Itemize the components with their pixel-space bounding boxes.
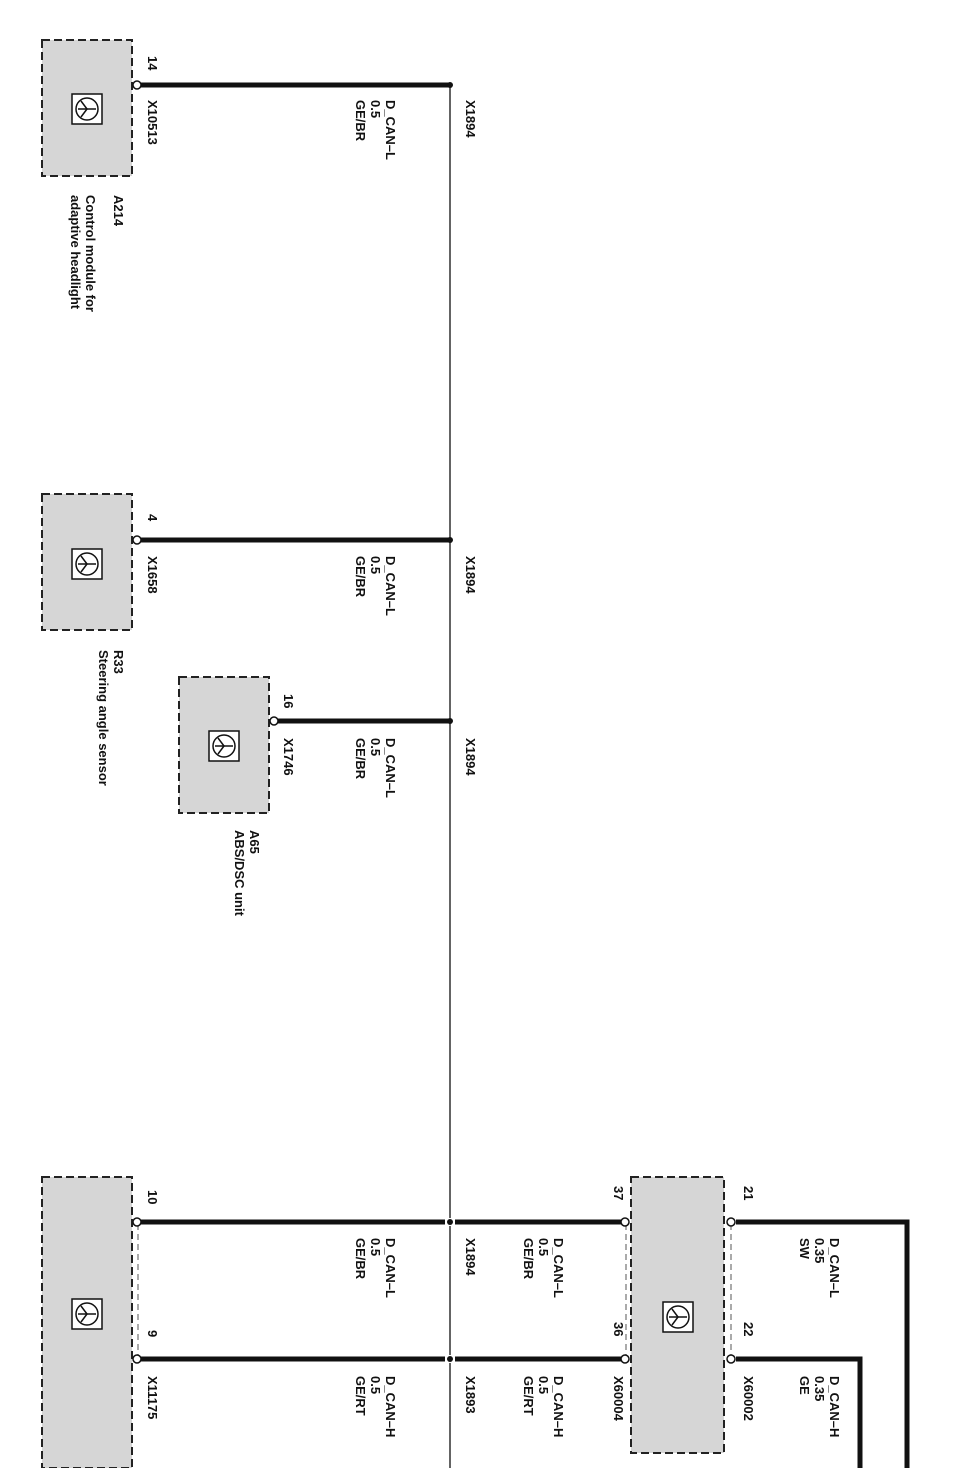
- pin-bottom-left-h: 9: [145, 1330, 160, 1338]
- connector-bottom-mid-upper: X60004: [611, 1376, 626, 1421]
- pin-bottom-mid-h: 36: [611, 1322, 626, 1337]
- component-r33: [41, 493, 133, 631]
- wire-label-8: D_CAN–L 0.35 SW: [797, 1238, 842, 1298]
- wire-label-1: D_CAN–L 0.5 GE/BR: [353, 100, 398, 160]
- pin-bottom-mid-h2: 22: [741, 1322, 756, 1337]
- control-unit-icon: [71, 548, 103, 580]
- pin-bottom-mid-l2: 21: [741, 1186, 756, 1201]
- connector-r33: X1658: [145, 556, 160, 594]
- wire-label-3: D_CAN–L 0.5 GE/BR: [353, 738, 398, 798]
- wire-label-5: D_CAN–H 0.5 GE/RT: [353, 1376, 398, 1438]
- wire-label-9: D_CAN–H 0.35 GE: [797, 1376, 842, 1438]
- wire-can-h-bottom: [132, 1354, 630, 1364]
- splice-label-2: X1894: [463, 556, 478, 594]
- connector-bottom-left: X11175: [145, 1376, 160, 1420]
- pin-a65: 16: [281, 694, 296, 709]
- component-name-a214: Control module for adaptive headlight: [68, 195, 98, 312]
- pin-r33: 4: [145, 514, 160, 522]
- wire-can-l-bottom: [132, 1217, 630, 1227]
- pin-bottom-mid-l: 37: [611, 1186, 626, 1201]
- connector-a65: X1746: [281, 738, 296, 776]
- wire-label-4: D_CAN–L 0.5 GE/BR: [353, 1238, 398, 1298]
- component-a65-label: A65 ABS/DSC unit: [232, 830, 262, 916]
- splice-label-3: X1894: [463, 738, 478, 776]
- connector-bottom-mid-lower: X60002: [741, 1376, 756, 1421]
- component-a214: [41, 39, 133, 177]
- component-bottom-middle: [625, 1176, 732, 1454]
- control-unit-icon: [71, 93, 103, 125]
- connector-a214: X10513: [145, 100, 160, 145]
- component-a65: [178, 676, 270, 814]
- splice-label-1: X1894: [463, 100, 478, 138]
- pin-bottom-left-l: 10: [145, 1190, 160, 1205]
- control-unit-icon: [208, 730, 240, 762]
- component-id-a214: A214: [111, 195, 126, 227]
- wire-a214: [132, 80, 453, 90]
- wire-can-l-right: [726, 1217, 910, 1468]
- wire-r33: [132, 535, 453, 545]
- pin-a214: 14: [145, 56, 160, 71]
- control-unit-icon: [662, 1301, 694, 1333]
- component-r33-label: R33 Steering angle sensor: [96, 650, 126, 786]
- splice-label-5: X1893: [463, 1376, 478, 1414]
- wire-can-h-right: [726, 1354, 863, 1468]
- splice-label-4: X1894: [463, 1238, 478, 1276]
- wire-a65: [269, 716, 453, 726]
- wire-label-2: D_CAN–L 0.5 GE/BR: [353, 556, 398, 616]
- component-bottom-left: [41, 1176, 139, 1468]
- wire-label-7: D_CAN–H 0.5 GE/RT: [521, 1376, 566, 1438]
- control-unit-icon: [71, 1298, 103, 1330]
- wire-label-6: D_CAN–L 0.5 GE/BR: [521, 1238, 566, 1298]
